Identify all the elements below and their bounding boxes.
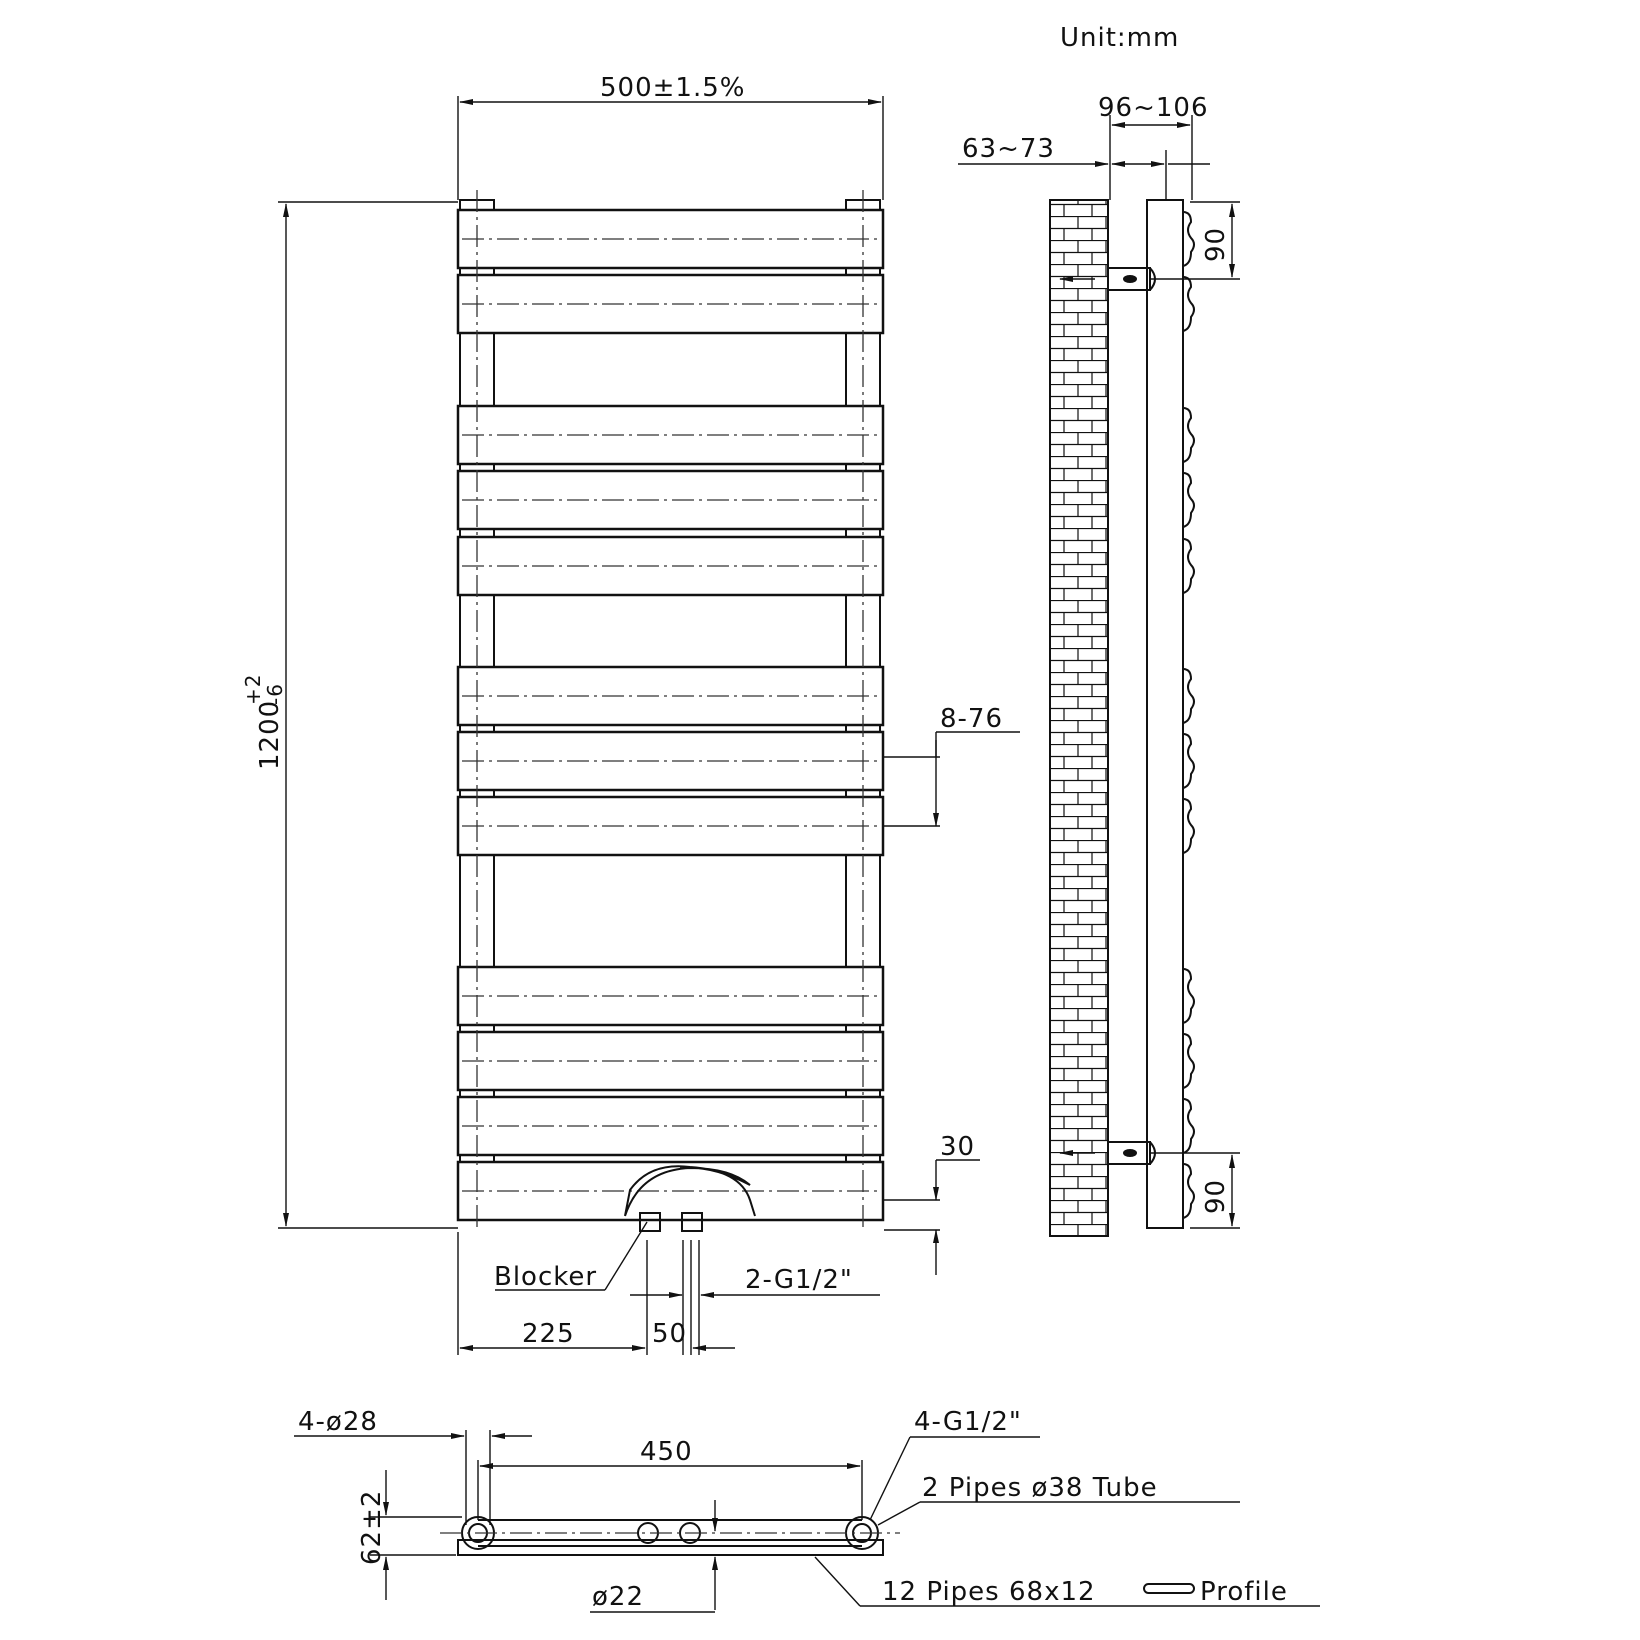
spacing-label: 8-76 — [940, 704, 1003, 734]
inlet-valve — [681, 1212, 703, 1232]
side-view: 96~106 63~73 90 90 — [958, 93, 1240, 1237]
valve-cutout — [624, 1165, 756, 1217]
bar-profile — [1182, 1098, 1195, 1154]
unit-label: Unit:mm — [1060, 23, 1179, 53]
height-tol-minus: -6 — [263, 683, 287, 705]
blocker-valve — [639, 1212, 661, 1232]
front-view: 500±1.5% 1200 +2 -6 8-76 30 Blocker 2-G1… — [241, 73, 1020, 1355]
profile-icon — [1143, 1583, 1195, 1594]
height-tol-plus: +2 — [241, 674, 265, 705]
offset-label: 225 — [522, 1319, 575, 1349]
bar-profile — [1182, 538, 1195, 594]
height-label: 1200 — [255, 700, 285, 770]
profile-label: 12 Pipes 68x12 — [882, 1577, 1096, 1607]
towel-bar — [456, 1030, 885, 1092]
bar-profile — [1182, 1033, 1195, 1089]
bar-profile — [1182, 798, 1195, 854]
bar-profile — [1182, 733, 1195, 789]
center-label: 450 — [640, 1437, 693, 1467]
fitting-label: 4-G1/2" — [914, 1407, 1022, 1437]
valve-diameter-label: ø22 — [592, 1582, 644, 1612]
bottom-gap-label: 30 — [940, 1132, 975, 1162]
width-label: 500±1.5% — [600, 73, 745, 103]
wall — [1049, 199, 1109, 1237]
bar-profile — [1182, 668, 1195, 724]
pipes-label: 2 Pipes ø38 Tube — [922, 1473, 1158, 1503]
valve-spacing-label: 50 — [652, 1319, 687, 1349]
inlet-label: 2-G1/2" — [745, 1265, 853, 1295]
top-label: 90 — [1201, 227, 1231, 262]
bar-profile — [1182, 276, 1195, 332]
depth-label: 96~106 — [1098, 93, 1209, 123]
bar-profile — [1182, 211, 1195, 267]
bar-profile — [1182, 1163, 1195, 1219]
bottom-profile-plate — [457, 1539, 884, 1556]
bottom-view: 4-ø28 450 4-G1/2" 2 Pipes ø38 Tube 62±2 … — [294, 1407, 1320, 1613]
bar-profile — [1182, 968, 1195, 1024]
bracket-label: 4-ø28 — [298, 1407, 378, 1437]
bar-profile — [1182, 407, 1195, 463]
profile-suffix: Profile — [1200, 1577, 1288, 1607]
depth-label-bottom: 62±2 — [357, 1490, 387, 1565]
bottom-label: 90 — [1201, 1179, 1231, 1214]
bar-profile — [1182, 472, 1195, 528]
radiator-column — [1146, 199, 1184, 1229]
wall-gap-label: 63~73 — [962, 134, 1055, 164]
blocker-label: Blocker — [494, 1262, 597, 1292]
